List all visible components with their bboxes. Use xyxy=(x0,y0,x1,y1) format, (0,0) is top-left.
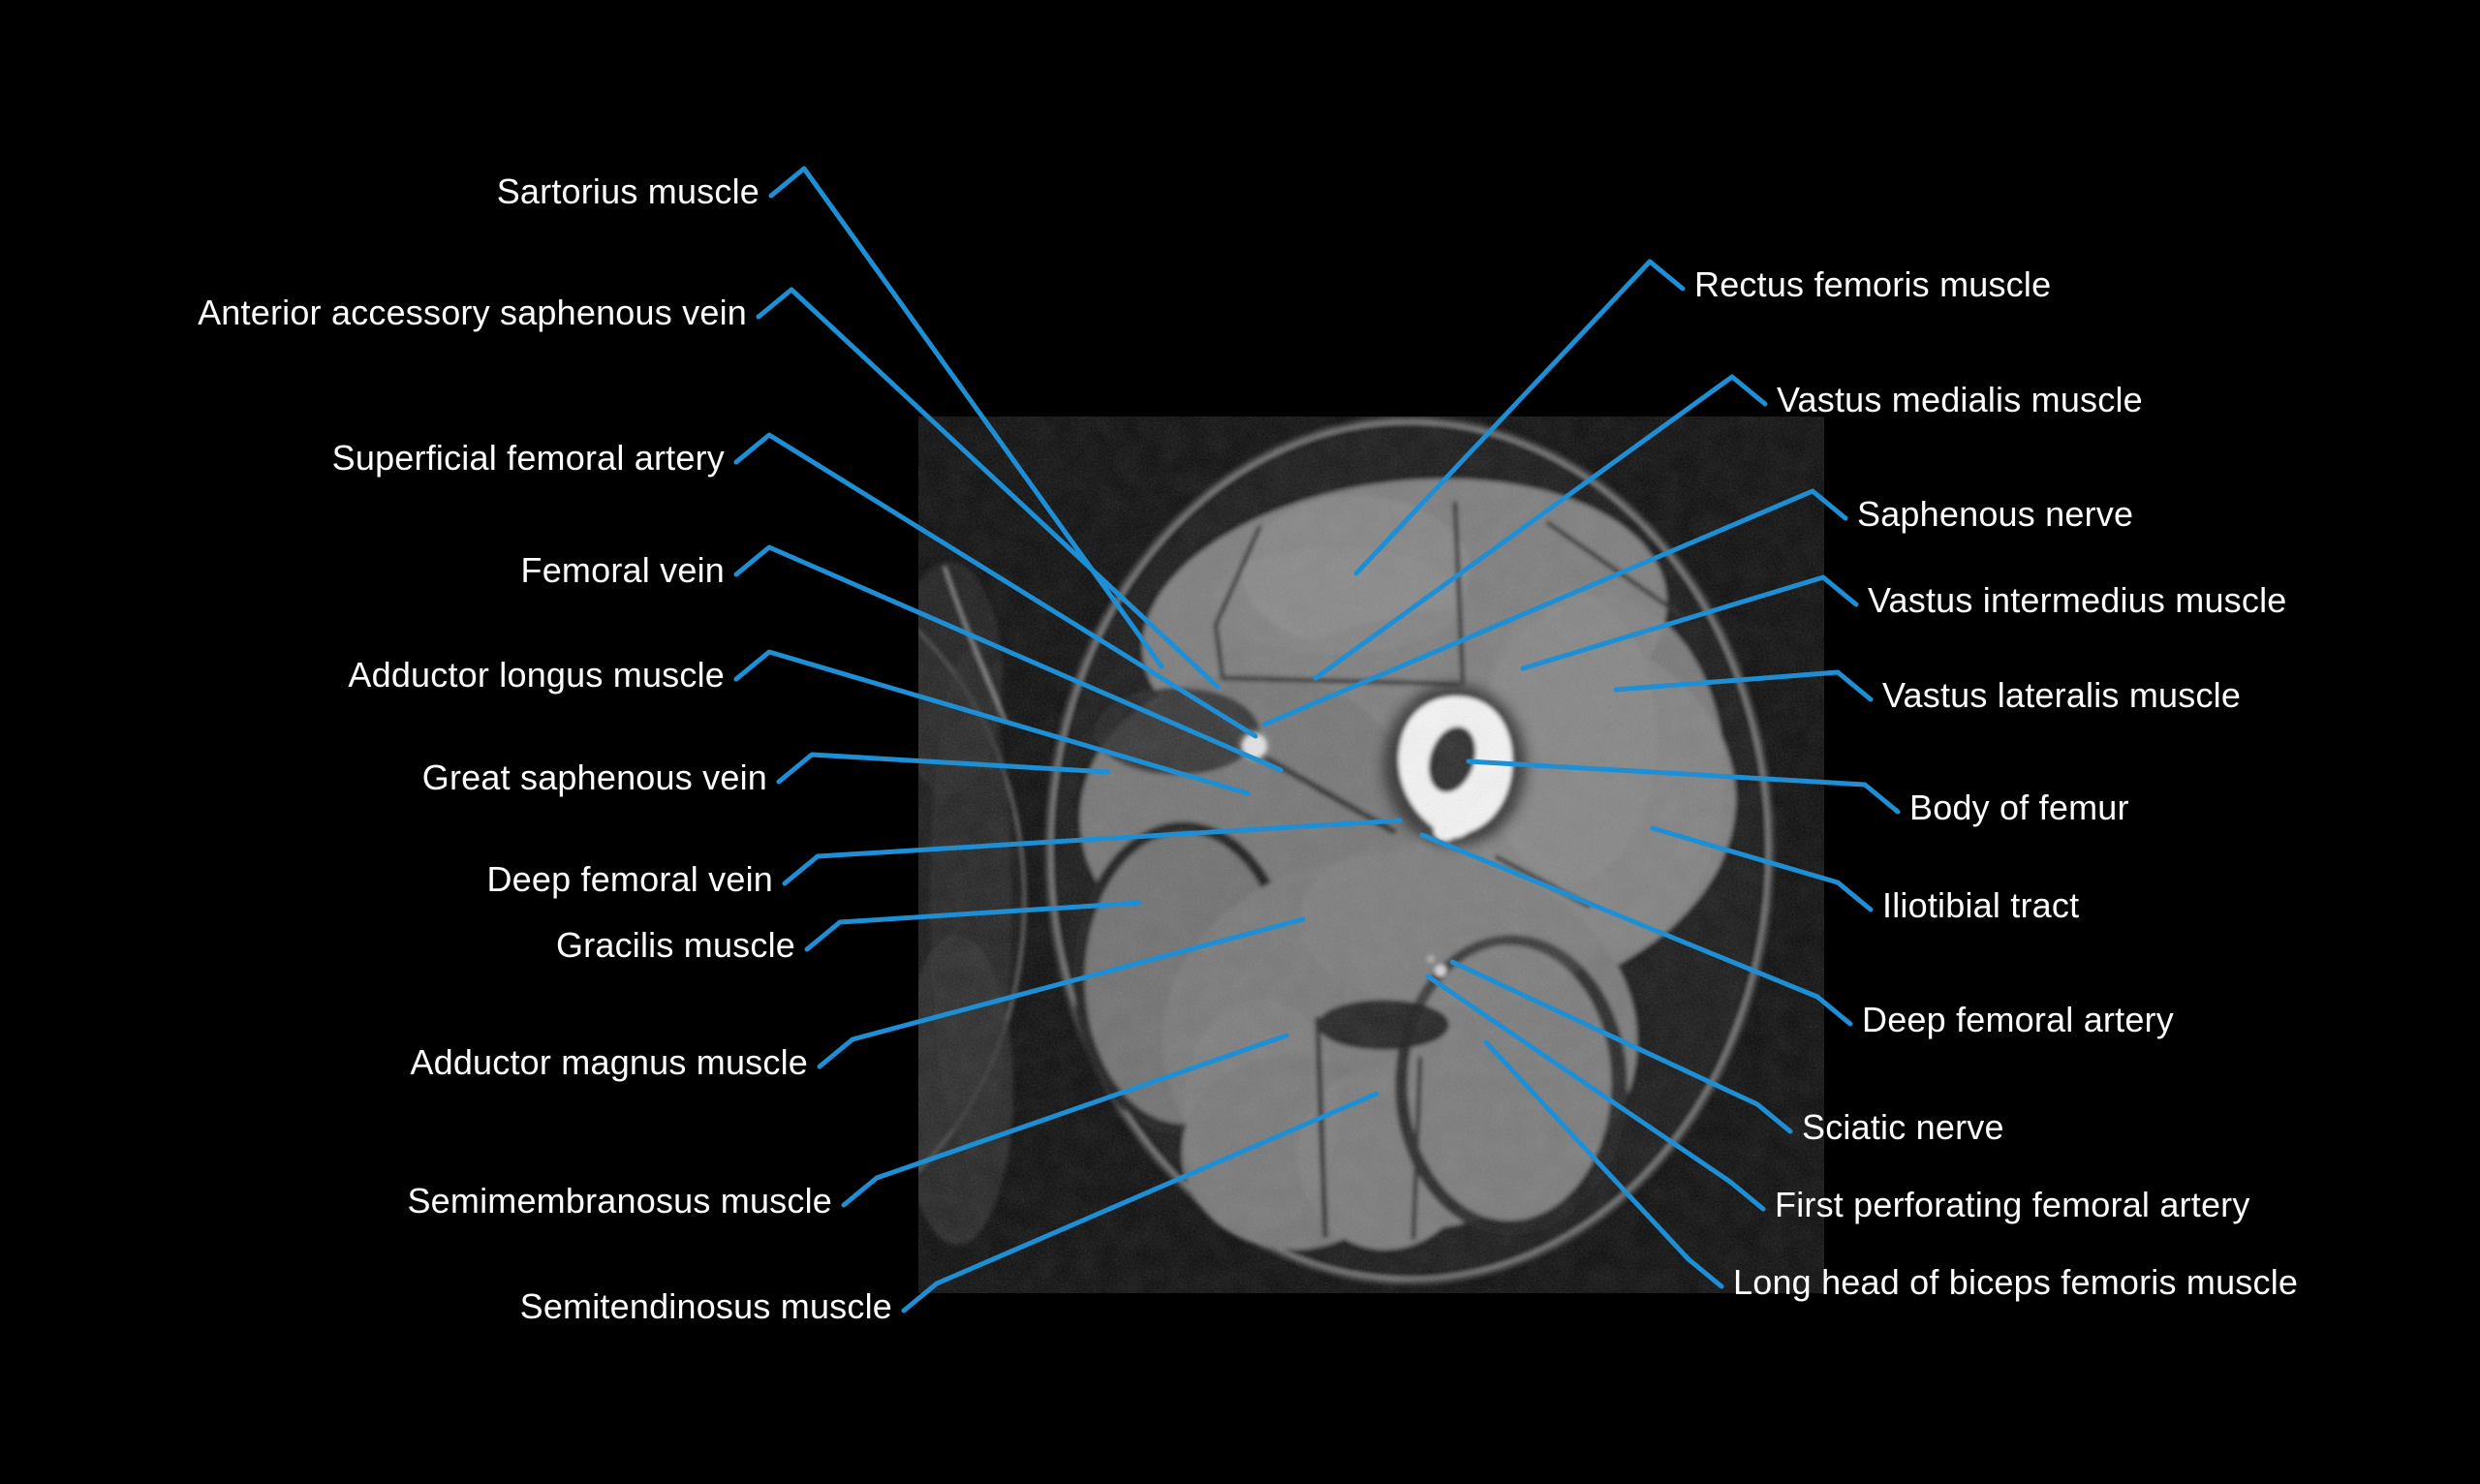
label-deep-femoral-vein: Deep femoral vein xyxy=(486,859,773,899)
label-iliotibial-tract: Iliotibial tract xyxy=(1882,885,2080,925)
label-superficial-femoral-artery: Superficial femoral artery xyxy=(331,438,725,478)
label-semitendinosus-muscle: Semitendinosus muscle xyxy=(519,1286,892,1326)
leader-anterior-accessory-saphenous-vein xyxy=(756,287,1221,690)
leader-vastus-medialis-muscle xyxy=(1313,374,1768,681)
leader-gracilis-muscle xyxy=(804,900,1142,952)
leader-adductor-magnus-muscle xyxy=(817,916,1306,1069)
leader-semimembranosus-muscle xyxy=(841,1033,1289,1208)
label-gracilis-muscle: Gracilis muscle xyxy=(555,925,795,965)
leader-semitendinosus-muscle xyxy=(901,1091,1380,1314)
leader-body-of-femur xyxy=(1466,758,1901,815)
leader-deep-femoral-artery xyxy=(1419,832,1853,1027)
label-vastus-lateralis-muscle: Vastus lateralis muscle xyxy=(1882,675,2242,715)
leader-vastus-lateralis-muscle xyxy=(1613,669,1874,702)
leader-femoral-vein xyxy=(733,544,1284,773)
label-rectus-femoris-muscle: Rectus femoris muscle xyxy=(1694,264,2052,304)
label-sciatic-nerve: Sciatic nerve xyxy=(1802,1107,2004,1147)
leader-adductor-longus-muscle xyxy=(733,649,1251,796)
leader-rectus-femoris-muscle xyxy=(1353,259,1686,576)
label-femoral-vein: Femoral vein xyxy=(520,550,725,590)
leader-vastus-intermedius-muscle xyxy=(1520,574,1859,671)
ct-mottle-overlay xyxy=(918,417,1824,1293)
leader-sartorius-muscle xyxy=(768,166,1164,669)
leader-superficial-femoral-artery xyxy=(733,432,1258,739)
leader-deep-femoral-vein xyxy=(782,818,1403,886)
leader-long-head-of-biceps-femoris-muscle xyxy=(1483,1039,1724,1289)
label-vastus-medialis-muscle: Vastus medialis muscle xyxy=(1777,380,2143,419)
label-long-head-of-biceps-femoris-muscle: Long head of biceps femoris muscle xyxy=(1733,1262,2299,1302)
label-great-saphenous-vein: Great saphenous vein xyxy=(421,757,767,797)
leader-first-perforating-femoral-artery xyxy=(1425,974,1766,1212)
leader-saphenous-nerve xyxy=(1261,488,1848,727)
label-adductor-magnus-muscle: Adductor magnus muscle xyxy=(410,1042,808,1082)
label-adductor-longus-muscle: Adductor longus muscle xyxy=(348,655,725,695)
leader-great-saphenous-vein xyxy=(776,752,1111,785)
label-vastus-intermedius-muscle: Vastus intermedius muscle xyxy=(1868,580,2287,620)
label-anterior-accessory-saphenous-vein: Anterior accessory saphenous vein xyxy=(198,293,747,332)
label-semimembranosus-muscle: Semimembranosus muscle xyxy=(407,1181,832,1221)
label-first-perforating-femoral-artery: First perforating femoral artery xyxy=(1775,1185,2250,1224)
label-sartorius-muscle: Sartorius muscle xyxy=(496,171,760,211)
label-deep-femoral-artery: Deep femoral artery xyxy=(1862,1000,2174,1039)
leader-iliotibial-tract xyxy=(1650,825,1874,912)
label-body-of-femur: Body of femur xyxy=(1909,788,2129,827)
label-saphenous-nerve: Saphenous nerve xyxy=(1857,494,2134,534)
leader-sciatic-nerve xyxy=(1449,959,1793,1134)
leader-lines xyxy=(733,166,1901,1314)
